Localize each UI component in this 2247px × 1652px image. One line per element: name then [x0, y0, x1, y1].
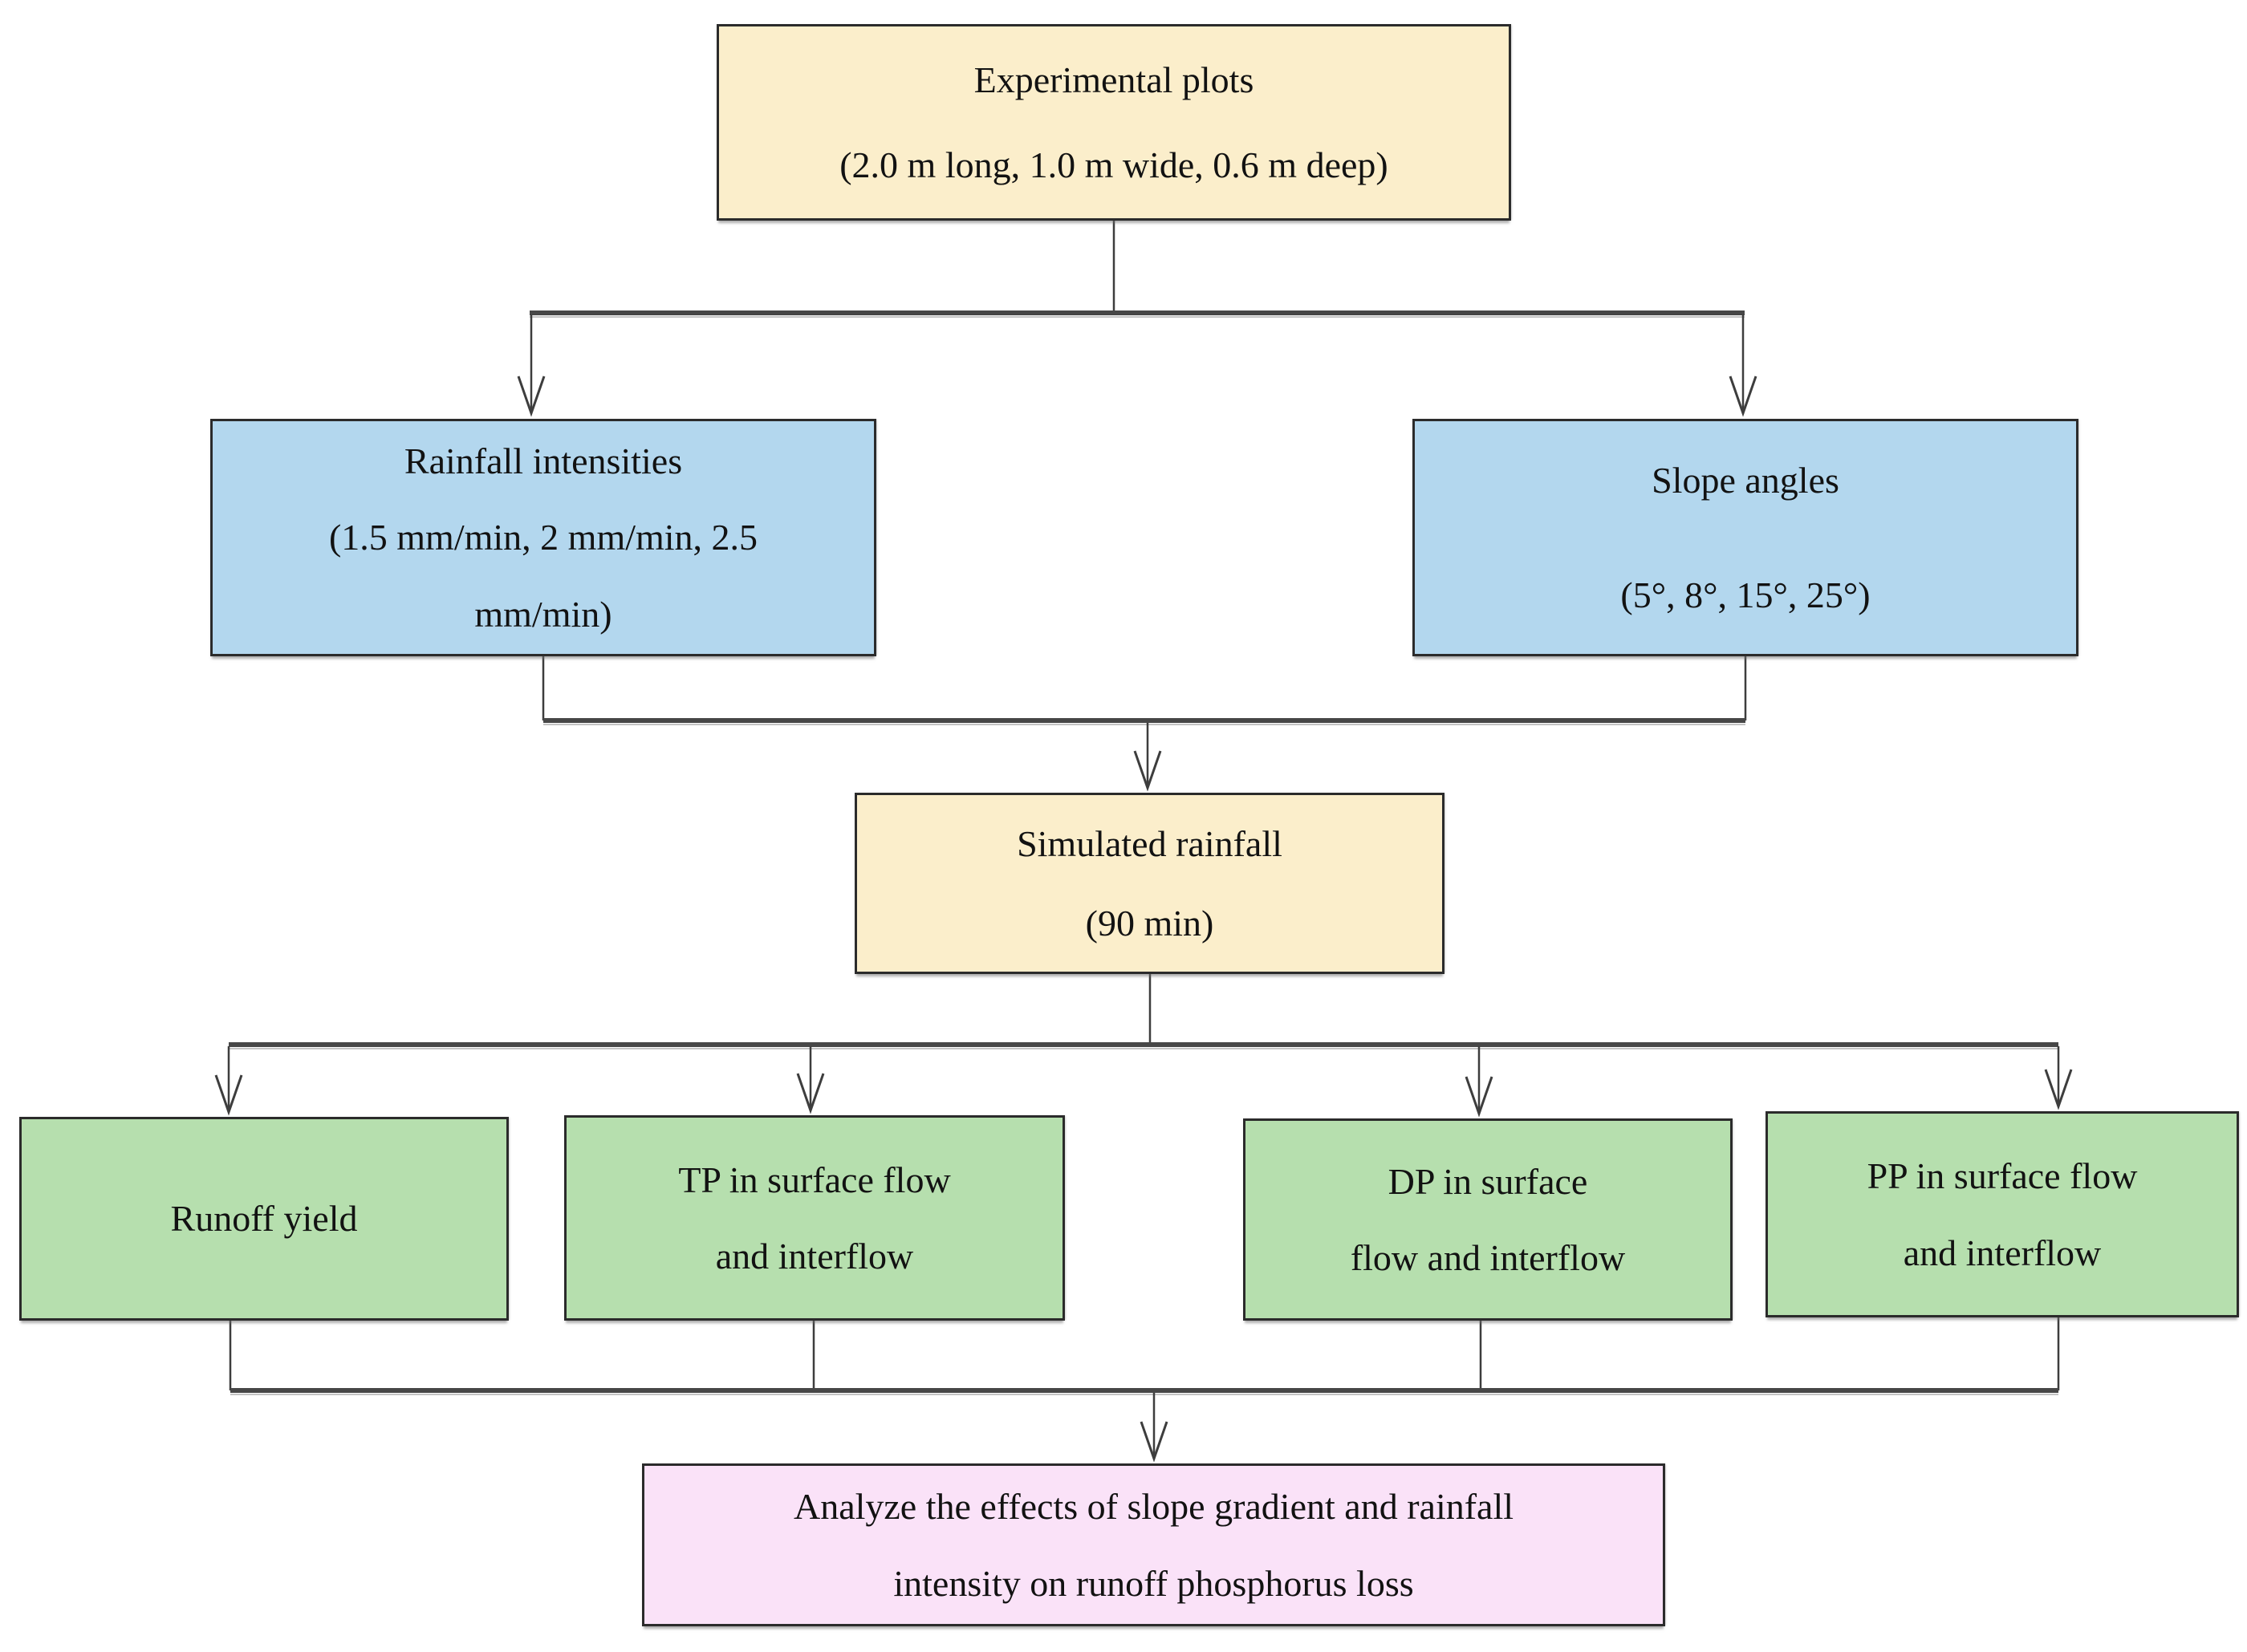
node-experimental-plots: Experimental plots (2.0 m long, 1.0 m wi… [717, 24, 1511, 221]
node-label-line: and interflow [715, 1236, 914, 1277]
node-label-line: flow and interflow [1350, 1237, 1626, 1278]
node-label-line: intensity on runoff phosphorus loss [893, 1562, 1414, 1604]
node-label-line: Runoff yield [170, 1198, 358, 1240]
node-simulated-rainfall: Simulated rainfall (90 min) [855, 793, 1444, 974]
node-tp-surface-flow-interflow: TP in surface flow and interflow [564, 1115, 1065, 1321]
node-dp-surface-flow-interflow: DP in surface flow and interflow [1243, 1118, 1733, 1321]
node-label-line: Experimental plots [973, 59, 1254, 100]
node-label-line: DP in surface [1388, 1160, 1588, 1202]
node-label-line: (2.0 m long, 1.0 m wide, 0.6 m deep) [839, 144, 1388, 185]
node-label-line: TP in surface flow [678, 1159, 951, 1200]
node-label-line: mm/min) [474, 593, 612, 635]
node-label-line: Rainfall intensities [404, 440, 683, 481]
node-slope-angles: Slope angles (5°, 8°, 15°, 25°) [1412, 419, 2078, 656]
node-rainfall-intensities: Rainfall intensities (1.5 mm/min, 2 mm/m… [210, 419, 876, 656]
node-runoff-yield: Runoff yield [19, 1117, 509, 1321]
node-label-line: Analyze the effects of slope gradient an… [793, 1486, 1514, 1527]
node-label-line: PP in surface flow [1867, 1155, 2138, 1196]
node-pp-surface-flow-interflow: PP in surface flow and interflow [1766, 1111, 2239, 1317]
node-label-line: (1.5 mm/min, 2 mm/min, 2.5 [328, 517, 758, 558]
node-analysis: Analyze the effects of slope gradient an… [642, 1463, 1665, 1626]
node-label-line: (90 min) [1085, 903, 1214, 944]
node-label-line: Simulated rainfall [1017, 822, 1282, 864]
node-label-line: and interflow [1903, 1232, 2102, 1273]
node-label-line: Slope angles [1652, 460, 1839, 501]
node-label-line: (5°, 8°, 15°, 25°) [1620, 574, 1871, 615]
